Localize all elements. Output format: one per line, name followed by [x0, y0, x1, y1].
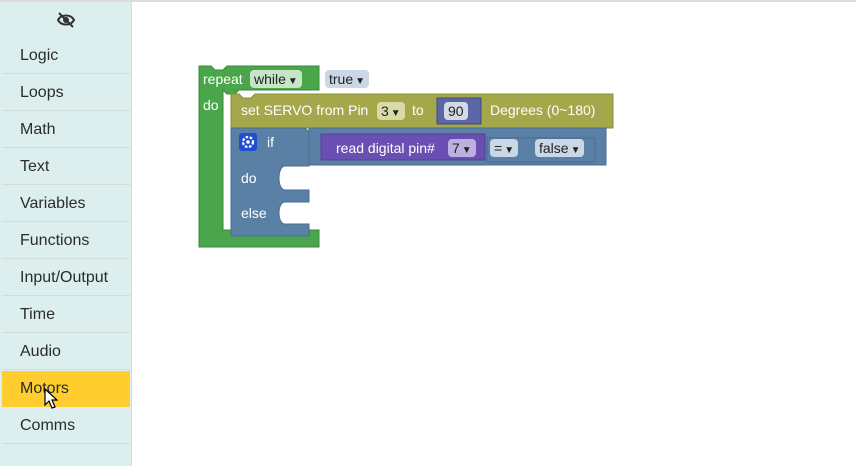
read-pin-dropdown[interactable]: 7▼ [448, 139, 476, 157]
gear-icon[interactable] [239, 133, 257, 151]
compare-value-dropdown[interactable]: false▼ [535, 139, 585, 157]
dropdown-arrow-icon: ▼ [287, 76, 298, 87]
read-digital-pin-block [320, 133, 486, 161]
read-pin-label: read digital pin# [336, 140, 435, 156]
if-do-label: do [241, 170, 257, 186]
blocks-workspace[interactable]: repeat while▼ true▼ do set SERVO from Pi… [133, 2, 856, 466]
servo-label: set SERVO from Pin [241, 102, 369, 118]
top-border [0, 0, 856, 2]
if-else-label: else [241, 205, 267, 221]
category-variables[interactable]: Variables [2, 186, 130, 222]
servo-angle-field[interactable]: 90 [444, 102, 468, 120]
mouse-cursor-icon [44, 388, 58, 409]
dropdown-arrow-icon: ▼ [390, 108, 401, 119]
block-shapes [198, 65, 614, 248]
dropdown-arrow-icon: ▼ [504, 145, 515, 156]
category-logic[interactable]: Logic [2, 38, 130, 74]
dropdown-arrow-icon: ▼ [570, 145, 581, 156]
servo-unit-label: Degrees (0~180) [490, 102, 596, 118]
category-math[interactable]: Math [2, 112, 130, 148]
category-motors[interactable]: Motors [2, 371, 130, 407]
condition-true-dropdown[interactable]: true▼ [325, 70, 370, 88]
servo-to-label: to [412, 102, 424, 118]
dropdown-arrow-icon: ▼ [355, 76, 366, 87]
category-time[interactable]: Time [2, 297, 130, 333]
category-loops[interactable]: Loops [2, 75, 130, 111]
repeat-mode-dropdown[interactable]: while▼ [250, 70, 302, 88]
if-label: if [267, 134, 274, 150]
compare-operator-dropdown[interactable]: =▼ [490, 139, 519, 157]
category-functions[interactable]: Functions [2, 223, 130, 259]
repeat-while-block [198, 65, 320, 248]
servo-pin-dropdown[interactable]: 3▼ [377, 102, 405, 120]
repeat-do-label: do [203, 97, 219, 113]
category-audio[interactable]: Audio [2, 334, 130, 370]
repeat-label: repeat [203, 71, 243, 87]
if-else-block [230, 127, 310, 237]
category-comms[interactable]: Comms [2, 408, 130, 444]
dropdown-arrow-icon: ▼ [461, 145, 472, 156]
category-text[interactable]: Text [2, 149, 130, 185]
category-input-output[interactable]: Input/Output [2, 260, 130, 296]
hide-eye-icon[interactable] [56, 11, 76, 29]
